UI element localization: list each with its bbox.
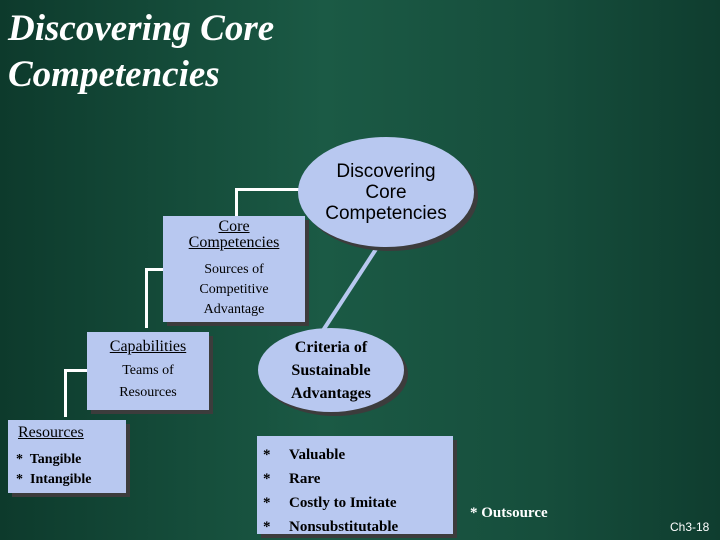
resources-item-intangible: * Intangible — [16, 472, 92, 487]
pointer-stroke — [320, 241, 382, 334]
criteria-line2: Sustainable — [291, 361, 371, 379]
capabilities-box: Capabilities Teams of Resources — [87, 332, 209, 410]
slide-title-line2: Competencies — [8, 54, 220, 95]
slide-number: Ch3-18 — [670, 520, 710, 534]
resources-label: Resources — [18, 424, 84, 441]
criteria-item: * Valuable — [263, 443, 447, 467]
core-competencies-box: Core Competencies Sources of Competitive… — [163, 216, 305, 322]
criteria-item: * Nonsubstitutable — [263, 515, 447, 539]
connector-sources-horizontal — [145, 268, 165, 271]
sources-label: Sources of Competitive Advantage — [163, 260, 305, 320]
sources-line2: Competitive — [199, 282, 269, 297]
criteria-list: * Valuable * Rare * Costly to Imitate * … — [257, 436, 453, 535]
bullet-star: * — [263, 447, 271, 463]
resources-box: Resources * Tangible * Intangible — [8, 420, 126, 493]
criteria-line3: Advantages — [290, 384, 371, 402]
teams-label: Teams of Resources — [87, 360, 209, 404]
connector-capabilities-horizontal — [64, 369, 89, 372]
resources-item-tangible: * Tangible — [16, 452, 82, 467]
criteria-item-label: Costly to Imitate — [289, 495, 397, 511]
bullet-star: * — [263, 519, 271, 535]
capabilities-label: Capabilities — [109, 338, 187, 355]
bubble-line2: Core — [365, 181, 407, 203]
sources-line3: Advantage — [203, 302, 265, 317]
bubble-text: Discovering Core Competencies — [325, 161, 446, 224]
resources-list: * Tangible * Intangible — [8, 450, 126, 490]
bubble-line1: Discovering — [336, 160, 436, 182]
bubble-line3: Competencies — [325, 202, 447, 224]
criteria-item-label: Rare — [289, 471, 321, 487]
sources-line1: Sources of — [204, 262, 264, 277]
connector-sources-vertical — [145, 268, 148, 328]
outsource-note: * Outsource — [470, 505, 548, 521]
bullet-star: * — [263, 471, 271, 487]
core-competencies-label: Core Competencies — [188, 218, 280, 251]
criteria-item-label: Nonsubstitutable — [289, 519, 399, 535]
teams-line1: Teams of — [122, 363, 174, 378]
criteria-item: * Rare — [263, 467, 447, 491]
connector-capabilities-vertical — [64, 369, 67, 417]
discovering-bubble: Discovering Core Competencies — [298, 137, 474, 247]
slide-title: Discovering Core Competencies — [8, 6, 338, 98]
criteria-item-label: Valuable — [289, 447, 346, 463]
connector-core-horizontal — [235, 188, 305, 191]
criteria-item: * Costly to Imitate — [263, 491, 447, 515]
criteria-text: Criteria of Sustainable Advantages — [291, 336, 371, 405]
bullet-star: * — [263, 495, 271, 511]
criteria-oval: Criteria of Sustainable Advantages — [258, 328, 404, 412]
criteria-line1: Criteria of — [294, 338, 368, 356]
teams-line2: Resources — [119, 385, 177, 400]
slide-title-line1: Discovering Core — [8, 8, 275, 49]
connector-core-vertical — [235, 188, 238, 218]
